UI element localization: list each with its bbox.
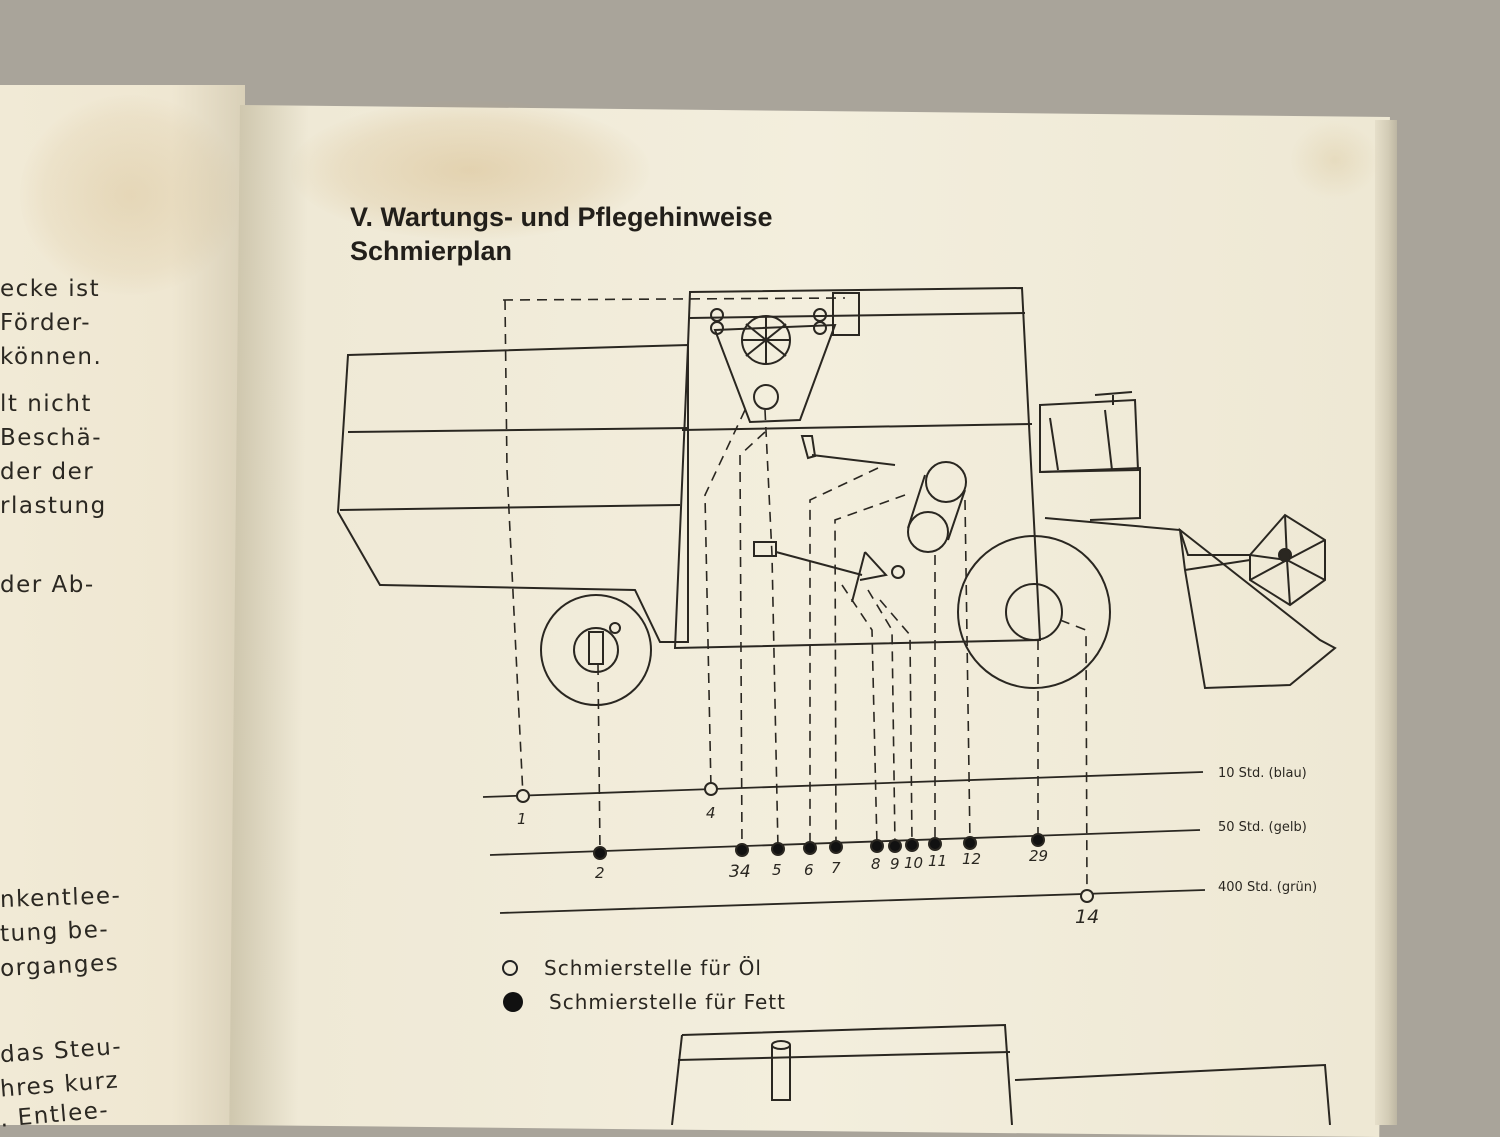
grease-point <box>905 838 919 852</box>
point-label: 7 <box>831 859 841 877</box>
point-label: 10 <box>904 854 923 872</box>
point-label: 11 <box>928 852 947 870</box>
second-diagram <box>671 1023 1331 1125</box>
legend-grease: Schmierstelle für Fett <box>503 990 786 1014</box>
grease-point <box>963 836 977 850</box>
point-label: 9 <box>890 855 900 873</box>
left-line: Förder- <box>0 310 92 336</box>
interval-label-400h: 400 Std. (grün) <box>1218 880 1317 895</box>
point-label: 8 <box>871 855 881 873</box>
filled-circle-icon <box>503 992 523 1012</box>
oil-point <box>704 782 718 796</box>
interval-line-50h <box>489 829 1201 856</box>
grease-point <box>803 841 817 855</box>
grease-point <box>870 839 884 853</box>
legend-oil-label: Schmierstelle für Öl <box>544 956 762 980</box>
legend-oil: Schmierstelle für Öl <box>502 956 762 980</box>
point-label: 6 <box>804 861 814 879</box>
section-subheading: Schmierplan <box>350 236 513 266</box>
grease-point <box>771 842 785 856</box>
interval-line-10h <box>482 771 1204 798</box>
grease-point <box>1031 833 1045 847</box>
grease-point <box>888 839 902 853</box>
grease-point <box>735 843 749 857</box>
left-line: lt nicht <box>0 391 92 417</box>
oil-point <box>516 789 530 803</box>
section-heading: V. Wartungs- und Pflegehinweise <box>350 202 773 232</box>
oil-point <box>1080 889 1094 903</box>
interval-label-10h: 10 Std. (blau) <box>1218 766 1307 781</box>
harvester-drawing <box>336 286 1337 706</box>
lubrication-points <box>516 782 1094 903</box>
left-line: können. <box>0 344 103 370</box>
point-label: 1 <box>517 810 527 828</box>
interval-labels: 10 Std. (blau) 50 Std. (gelb) 400 Std. (… <box>1218 766 1317 895</box>
page-edge <box>1375 120 1397 1125</box>
legend-grease-label: Schmierstelle für Fett <box>549 990 786 1014</box>
leader-lines <box>502 297 1088 896</box>
interval-label-50h: 50 Std. (gelb) <box>1218 820 1307 835</box>
left-line: der der <box>0 459 95 485</box>
point-label: 29 <box>1029 847 1048 865</box>
interval-lines <box>482 771 1206 914</box>
grease-point <box>593 846 607 860</box>
point-label: 14 <box>1075 906 1099 928</box>
left-line: ecke ist <box>0 276 101 302</box>
left-line: Beschä- <box>0 425 103 451</box>
interval-line-400h <box>499 889 1206 914</box>
left-line: rlastung <box>0 493 107 519</box>
open-circle-icon <box>502 960 518 976</box>
left-line: der Ab- <box>0 572 95 598</box>
point-label: 34 <box>729 862 751 882</box>
point-label: 5 <box>772 861 782 879</box>
point-labels: 1 4 2 34 5 6 7 8 9 10 11 12 29 14 <box>517 804 1099 928</box>
left-page <box>0 85 245 1125</box>
point-label: 12 <box>962 850 981 868</box>
point-label: 4 <box>706 804 716 822</box>
point-label: 2 <box>595 864 605 882</box>
grease-point <box>829 840 843 854</box>
grease-point <box>928 837 942 851</box>
